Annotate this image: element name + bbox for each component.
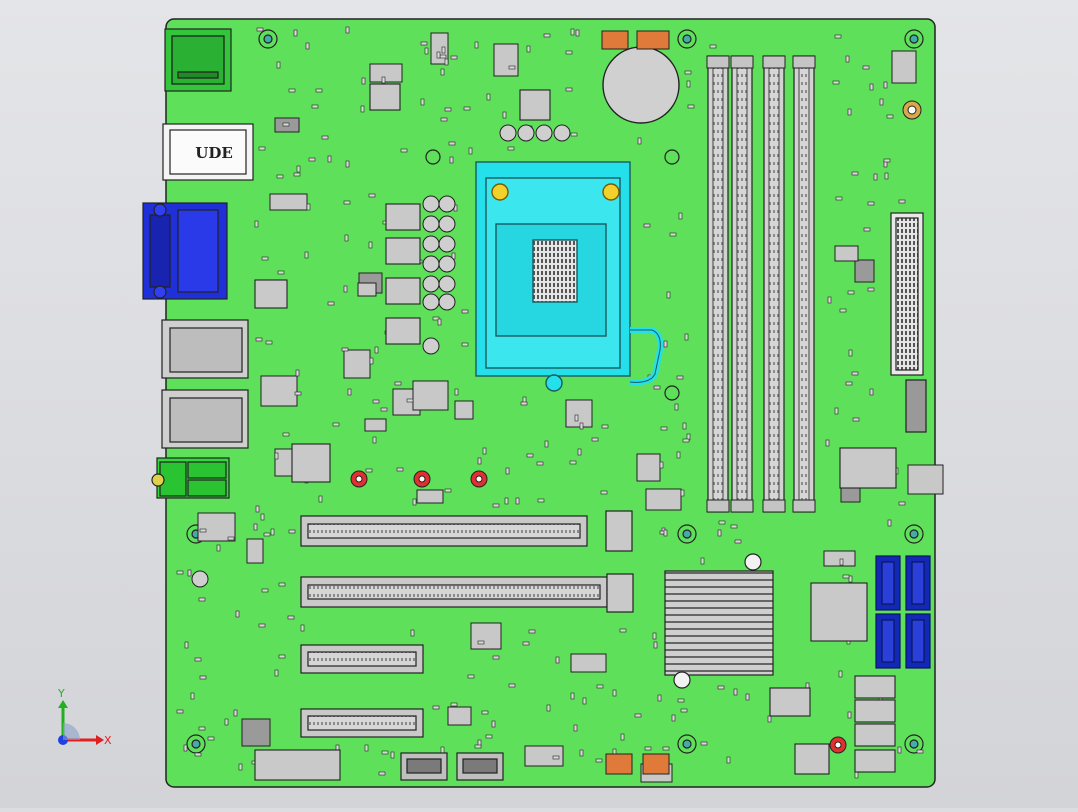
sata-connectors	[875, 555, 931, 669]
expansion-slots	[300, 510, 634, 738]
red-capacitors	[350, 100, 922, 754]
coordinate-triad-icon	[58, 700, 104, 745]
triad-y-label: Y	[57, 687, 65, 700]
fan-headers	[601, 30, 670, 775]
smd-components	[176, 26, 944, 783]
atx-power-connector	[890, 212, 927, 433]
chipset-heatsink	[664, 553, 774, 689]
cpu-socket	[475, 161, 664, 392]
usb-headers	[400, 752, 504, 781]
usb-label: UDE	[195, 144, 233, 162]
triad-x-label: X	[104, 734, 112, 747]
rear-io-panel	[142, 28, 254, 499]
dimm-slots	[706, 55, 816, 513]
cmos-battery	[602, 46, 680, 124]
mounting-holes	[186, 29, 924, 754]
vrm-chokes	[191, 124, 571, 588]
